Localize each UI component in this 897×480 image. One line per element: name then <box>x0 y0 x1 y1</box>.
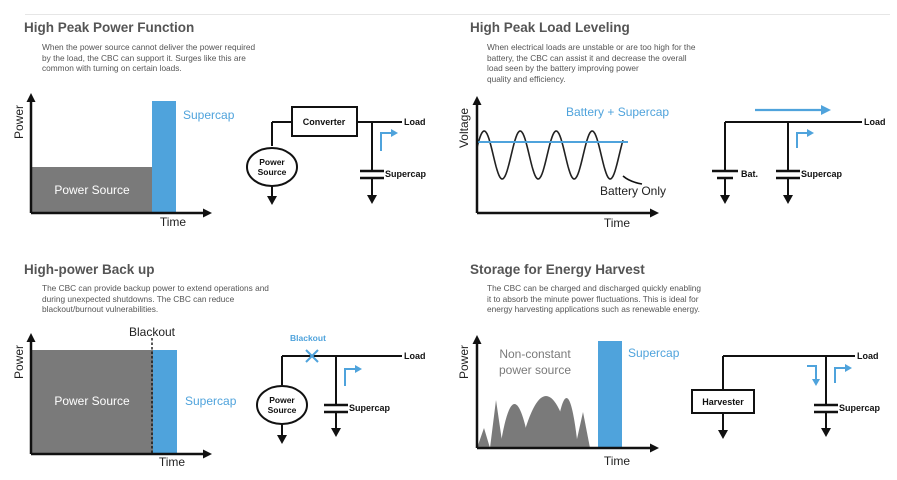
supercap-label: Supercap <box>385 169 427 179</box>
y-axis-label: Power <box>12 345 26 379</box>
x-axis-arrow-icon <box>203 208 212 218</box>
fluctuation-peak <box>477 400 503 448</box>
x-axis-arrow-icon <box>203 449 212 459</box>
svg-text:Power: Power <box>259 157 285 167</box>
panel-description: When the power source cannot deliver the… <box>42 42 256 74</box>
panel-description: When electrical loads are unstable or ar… <box>487 42 696 84</box>
panel-title: High Peak Load Leveling <box>470 20 630 35</box>
blackout-label: Blackout <box>129 325 176 339</box>
harvester-label: Harvester <box>702 397 744 407</box>
bar-label: Supercap <box>183 108 235 122</box>
discharge-flow-arrow-icon <box>834 367 846 383</box>
y-axis-label: Power <box>457 345 471 379</box>
area-label: Power Source <box>54 394 130 408</box>
ground-arrow-icon <box>783 195 793 204</box>
ground-arrow-icon <box>720 195 730 204</box>
bar-label: Supercap <box>185 394 237 408</box>
panel-description: The CBC can be charged and discharged qu… <box>487 283 702 315</box>
load-label: Load <box>857 351 879 361</box>
fluctuation-peak <box>554 398 578 448</box>
combined-series-label: Battery + Supercap <box>566 105 669 119</box>
ground-arrow-icon <box>367 195 377 204</box>
x-axis-label: Time <box>604 454 631 468</box>
ground-arrow-icon <box>331 428 341 437</box>
current-flow-arrow-icon <box>344 368 356 386</box>
panel-title: High Peak Power Function <box>24 20 195 35</box>
circuit-blackout-label: Blackout <box>290 333 326 343</box>
charge-flow-arrow-icon <box>807 365 817 380</box>
y-axis-arrow-icon <box>472 335 482 344</box>
power-source-area <box>31 350 153 454</box>
x-axis-label: Time <box>604 216 631 230</box>
current-flow-arrow-icon <box>380 132 392 151</box>
x-axis-label: Time <box>160 215 187 229</box>
ground-arrow-icon <box>718 430 728 439</box>
x-axis-arrow-icon <box>650 208 659 218</box>
supercap-bar <box>152 101 176 213</box>
supercap-bar <box>153 350 177 454</box>
area-label: Power Source <box>54 183 130 197</box>
svg-text:Power: Power <box>269 395 295 405</box>
bar-label: Supercap <box>628 346 680 360</box>
y-axis-label: Voltage <box>457 108 471 148</box>
ground-arrow-icon <box>277 435 287 444</box>
ground-arrow-icon <box>267 196 277 205</box>
x-axis-label: Time <box>159 455 186 469</box>
source-label: Non-constant <box>499 347 571 361</box>
battery-only-wave <box>476 130 624 180</box>
panel-description: The CBC can provide backup power to exte… <box>42 283 269 315</box>
load-label: Load <box>864 117 886 127</box>
y-axis-label: Power <box>12 105 26 139</box>
y-axis-arrow-icon <box>26 93 36 102</box>
ground-arrow-icon <box>821 428 831 437</box>
supercap-bar <box>598 341 622 448</box>
power-source-area <box>31 167 152 213</box>
panel-title: High-power Back up <box>24 262 155 277</box>
battery-series-label: Battery Only <box>600 184 666 198</box>
callout-line <box>622 175 643 185</box>
load-label: Load <box>404 117 426 127</box>
svg-text:Source: Source <box>268 405 297 415</box>
supercap-label: Supercap <box>801 169 843 179</box>
supercap-label: Supercap <box>349 403 391 413</box>
top-divider <box>25 14 890 15</box>
svg-text:Source: Source <box>258 167 287 177</box>
panel-title: Storage for Energy Harvest <box>470 262 645 277</box>
battery-label: Bat. <box>741 169 758 179</box>
supercap-label: Supercap <box>839 403 881 413</box>
fluctuation-peak <box>575 412 590 448</box>
converter-label: Converter <box>303 117 346 127</box>
current-flow-arrow-icon <box>796 132 808 148</box>
svg-text:power source: power source <box>499 363 571 377</box>
x-axis-arrow-icon <box>650 443 659 453</box>
load-label: Load <box>404 351 426 361</box>
y-axis-arrow-icon <box>26 333 36 342</box>
y-axis-arrow-icon <box>472 96 482 105</box>
fluctuation-peak <box>500 404 530 448</box>
